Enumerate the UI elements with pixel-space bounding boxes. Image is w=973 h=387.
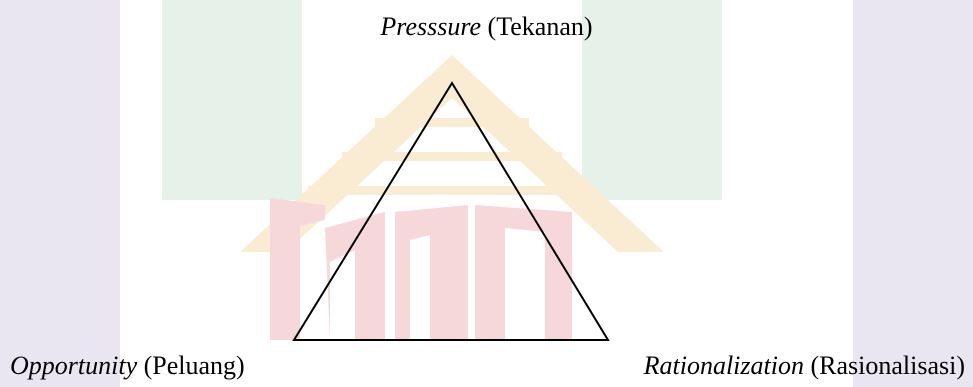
watermark-pillar-left (162, 0, 302, 200)
watermark-step-3 (308, 186, 596, 195)
watermark-book-right (475, 205, 572, 340)
vertex-label-opportunity: Opportunity (Peluang) (10, 351, 245, 381)
watermark-book-left (270, 198, 325, 340)
watermark-band-left (0, 0, 120, 387)
watermark-step-1 (375, 118, 529, 127)
rationalization-term: Rationalization (643, 351, 804, 380)
pressure-term: Presssure (380, 12, 482, 41)
opportunity-translation: (Peluang) (143, 351, 245, 380)
vertex-label-pressure: Presssure (Tekanan) (0, 12, 973, 42)
pressure-translation: (Tekanan) (487, 12, 593, 41)
watermark-step-2 (342, 152, 562, 161)
opportunity-term: Opportunity (10, 351, 138, 380)
watermark-pillar-right (582, 0, 722, 200)
watermark-book-mid-left (325, 212, 385, 340)
rationalization-translation: (Rasionalisasi) (810, 351, 965, 380)
watermark-book-mid-right (395, 205, 468, 340)
triangle-outline (292, 81, 610, 341)
watermark-band-right (853, 0, 973, 387)
vertex-label-rationalization: Rationalization (Rasionalisasi) (644, 351, 965, 381)
